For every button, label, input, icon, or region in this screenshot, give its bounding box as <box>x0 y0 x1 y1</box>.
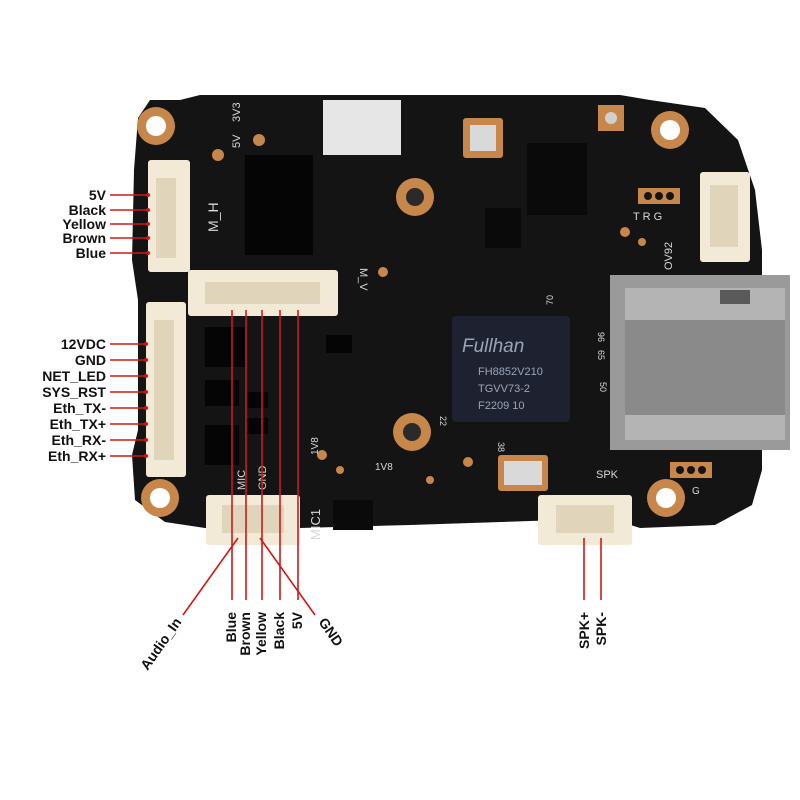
connector-ethernet-power <box>146 302 186 477</box>
connector-m-h <box>148 160 190 272</box>
pin-dot <box>146 193 150 197</box>
silk-trg: T R G <box>633 211 662 223</box>
silk-mic1: MIC1 <box>308 509 323 540</box>
label-left-lower: Eth_RX- <box>52 432 107 448</box>
mounting-holes <box>137 107 689 517</box>
label-left-lower: NET_LED <box>42 368 106 384</box>
sd-card-slot <box>610 275 790 450</box>
silk-mic: MIC <box>236 470 248 490</box>
silk-65: 65 <box>596 350 606 360</box>
pin-dot <box>144 390 148 394</box>
silk-m-v: M_V <box>357 268 369 291</box>
connector-m-v <box>188 270 338 316</box>
pin-dot <box>146 236 150 240</box>
spk-pads <box>670 462 712 478</box>
ic-chip <box>485 208 521 248</box>
silk-38: 38 <box>496 442 506 452</box>
label-left-lower: Eth_RX+ <box>48 448 106 464</box>
ic-chip <box>527 143 587 215</box>
silk-96: 96 <box>596 332 606 342</box>
label-left-upper: 5V <box>89 187 107 203</box>
label-left-lower: SYS_RST <box>42 384 106 400</box>
wire-gnd <box>259 537 316 616</box>
label-left-upper: Blue <box>76 245 107 261</box>
silk-3v3: 3V3 <box>231 102 243 122</box>
silk-70: 70 <box>545 295 555 305</box>
connector-mic <box>206 495 300 545</box>
ic-chip <box>333 500 373 530</box>
label-bottom: Brown <box>237 612 253 656</box>
label-spk: SPK+ <box>576 612 592 649</box>
silk-gnd: GND <box>257 466 269 491</box>
soc-chip: Fullhan FH8852V210 TGVV73-2 F2209 10 <box>452 316 570 422</box>
trg-pads <box>638 188 680 204</box>
pin-dot <box>144 406 148 410</box>
connector-ov92 <box>700 172 750 262</box>
pin-dot <box>144 342 148 346</box>
ic-chip <box>245 155 313 255</box>
soc-line1: FH8852V210 <box>478 366 543 378</box>
label-bottom: Blue <box>223 612 239 643</box>
label-left-lower: 12VDC <box>61 336 106 352</box>
pin-dot <box>144 374 148 378</box>
label-left-lower: Eth_TX- <box>53 400 106 416</box>
label-left-upper: Yellow <box>62 216 106 232</box>
soc-brand: Fullhan <box>462 336 524 357</box>
silk-5v: 5V <box>231 134 243 148</box>
connector-spk <box>538 495 632 545</box>
pin-dot <box>144 438 148 442</box>
pin-dot <box>144 454 148 458</box>
label-left-upper: Brown <box>62 230 106 246</box>
silk-g: G <box>692 486 700 497</box>
silk-ov92: OV92 <box>663 242 675 270</box>
label-left-upper: Black <box>69 202 107 218</box>
label-audio-in: Audio_In <box>137 615 184 673</box>
label-spk: SPK- <box>593 612 609 646</box>
pin-dot <box>144 358 148 362</box>
wire-audio-in <box>182 537 239 616</box>
silk-50: 50 <box>598 382 608 392</box>
silk-m-h: M_H <box>205 202 221 232</box>
label-gnd: GND <box>316 615 347 650</box>
test-pads <box>212 134 646 484</box>
soc-line3: F2209 10 <box>478 400 524 412</box>
silk-22: 22 <box>438 416 448 426</box>
label-bottom: Black <box>271 612 287 650</box>
pin-dot <box>146 208 150 212</box>
label-left-lower: GND <box>75 352 106 368</box>
pin-wires <box>110 193 602 616</box>
soc-line2: TGVV73-2 <box>478 383 530 395</box>
pin-dot <box>144 422 148 426</box>
silk-1v8: 1V8 <box>310 437 321 455</box>
pin-dot <box>146 251 150 255</box>
silk-1v8-b: 1V8 <box>375 462 393 473</box>
label-left-lower: Eth_TX+ <box>50 416 106 432</box>
label-bottom: Yellow <box>253 612 269 656</box>
label-bottom: 5V <box>289 611 305 629</box>
shield-plate <box>323 100 401 155</box>
silk-spk: SPK <box>596 469 619 481</box>
pin-dot <box>146 222 150 226</box>
